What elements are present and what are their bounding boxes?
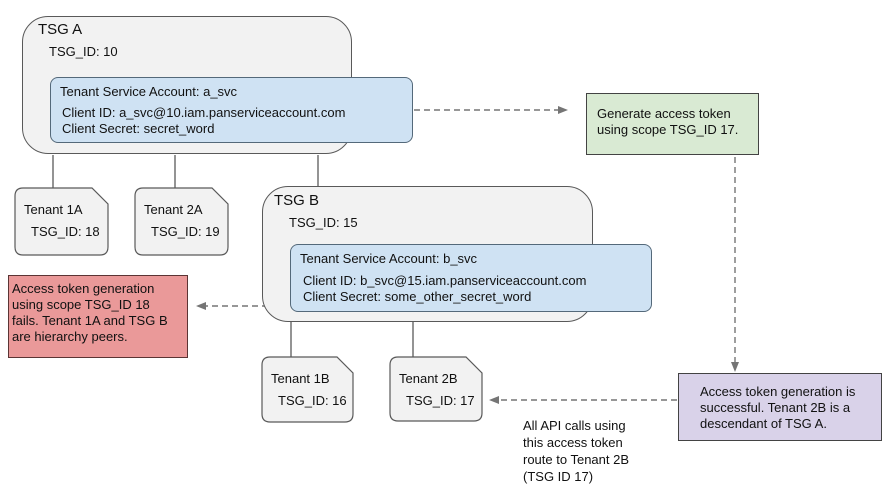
token-success-text: Access token generation is successful. T… [700,384,856,431]
tenant-2b-id: TSG_ID: 17 [406,393,475,408]
arrowhead-left-tenant2b-icon [489,396,499,404]
tenant-1a-name: Tenant 1A [24,202,83,217]
tenant-1b-name: Tenant 1B [271,371,330,386]
arrowhead-left-fail-icon [196,302,206,310]
tenant-1a-card [14,187,109,256]
token-success-note [678,373,882,441]
token-fail-text: Access token generation using scope TSG_… [12,281,168,344]
tsg-b-service-account-box [290,244,652,312]
tenant-1b-id: TSG_ID: 16 [278,393,347,408]
token-fail-note [8,275,188,358]
arrowhead-right-icon [558,106,568,114]
tenant-1b-card [261,356,354,423]
tsg-b-id: TSG_ID: 15 [289,215,358,230]
tsg-a-id: TSG_ID: 10 [49,44,118,59]
tenant-2a-name: Tenant 2A [144,202,203,217]
tenant-2b-card [389,356,483,422]
tenant-2a-card [134,187,229,256]
tsg-b-title: TSG B [274,192,320,209]
tenant-1a-id: TSG_ID: 18 [31,224,100,239]
tsg-a-service-account-title: Tenant Service Account: a_svc [60,84,238,99]
tsg-a-service-account-box [50,77,413,143]
tenant-2a-id: TSG_ID: 19 [151,224,220,239]
generate-token-note [586,93,759,155]
tsg-b-client-secret: Client Secret: some_other_secret_word [303,289,532,304]
tsg-b-service-account-title: Tenant Service Account: b_svc [300,251,478,266]
tsg-b-client-id: Client ID: b_svc@15.iam.panserviceaccoun… [303,273,587,288]
api-route-note: All API calls using this access token ro… [523,418,630,484]
arrowhead-down-icon [731,362,739,372]
tenant-2b-name: Tenant 2B [399,371,458,386]
tsg-a-client-secret: Client Secret: secret_word [62,121,215,136]
tsg-a-title: TSG A [38,21,83,38]
generate-token-text: Generate access token using scope TSG_ID… [597,106,739,137]
tsg-a-client-id: Client ID: a_svc@10.iam.panserviceaccoun… [62,105,346,120]
